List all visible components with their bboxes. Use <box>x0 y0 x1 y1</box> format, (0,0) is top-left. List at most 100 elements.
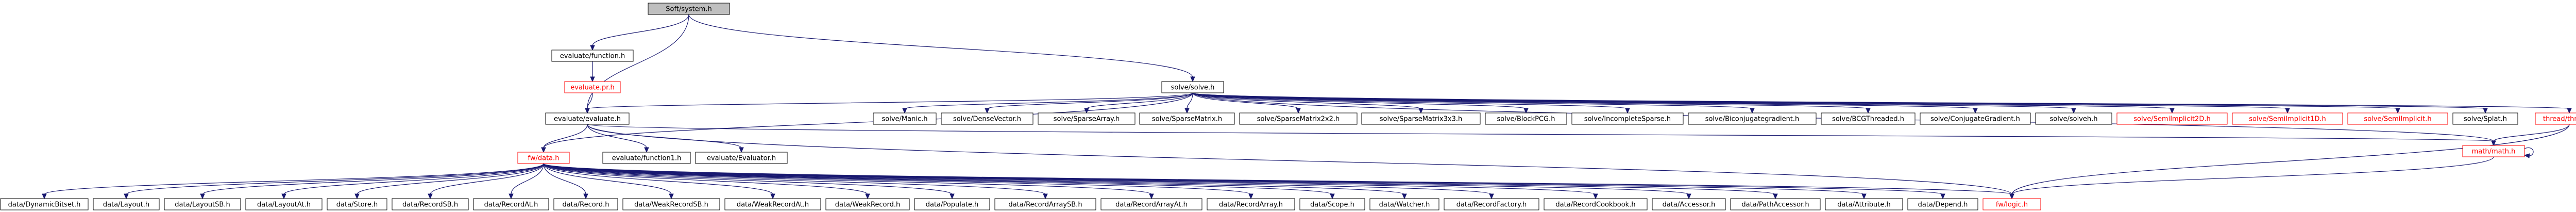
node-recordcookbook[interactable]: data/RecordCookbook.h <box>1544 198 1648 210</box>
node-box <box>1688 112 1817 125</box>
edge-arrowhead <box>1402 193 1407 200</box>
node-semiimp[interactable]: solve/SemiImplicit.h <box>2347 112 2448 125</box>
node-fwlogic[interactable]: fw/logic.h <box>1982 198 2041 210</box>
node-evalprh[interactable]: evaluate.pr.h <box>564 81 621 93</box>
node-dynbitset[interactable]: data/DynamicBitset.h <box>0 198 89 210</box>
node-evalfunctionh[interactable]: evaluate/function1.h <box>602 152 691 164</box>
node-box <box>1821 112 1916 125</box>
node-incompletesparse[interactable]: solve/IncompleteSparse.h <box>1571 112 1684 125</box>
node-box <box>1369 198 1439 210</box>
node-biconjugate[interactable]: solve/Biconjugategradient.h <box>1688 112 1817 125</box>
node-label: solve/Manic.h <box>882 116 928 123</box>
node-bcgthreaded[interactable]: solve/BCGThreaded.h <box>1821 112 1916 125</box>
edge-arrowhead <box>2395 108 2400 114</box>
edge-arrowhead <box>1330 193 1335 200</box>
edge-arrowhead <box>1489 193 1494 200</box>
node-sparsematrix2x2[interactable]: solve/SparseMatrix2x2.h <box>1239 112 1358 125</box>
node-recordat[interactable]: data/RecordAt.h <box>473 198 549 210</box>
node-box <box>551 50 634 62</box>
edge-fwdata-to-weakrecord <box>543 163 870 200</box>
node-sparsearray[interactable]: solve/SparseArray.h <box>1038 112 1136 125</box>
node-label: solve/Biconjugategradient.h <box>1705 116 1800 123</box>
node-label: data/Accessor.h <box>1663 201 1716 209</box>
node-watcher[interactable]: data/Watcher.h <box>1369 198 1439 210</box>
node-densevector[interactable]: solve/DenseVector.h <box>941 112 1033 125</box>
node-mathmath[interactable]: math/math.h <box>2462 145 2525 157</box>
node-store[interactable]: data/Store.h <box>327 198 387 210</box>
edge-arrowhead <box>2285 108 2290 114</box>
node-populate[interactable]: data/Populate.h <box>914 198 990 210</box>
node-label: solve/SparseMatrix.h <box>1152 116 1222 123</box>
edge-line <box>543 163 672 195</box>
edge-line <box>1192 92 1421 109</box>
node-blockpcg[interactable]: solve/BlockPCG.h <box>1485 112 1567 125</box>
node-weakrecordsb[interactable]: data/WeakRecordSB.h <box>622 198 720 210</box>
node-evaluate[interactable]: evaluate/evaluate.h <box>545 112 630 125</box>
node-recordsb[interactable]: data/RecordSB.h <box>392 198 469 210</box>
node-box <box>564 81 621 93</box>
node-box <box>648 3 730 15</box>
node-solvemanic[interactable]: solve/Manic.h <box>873 112 937 125</box>
edge-line <box>2493 124 2570 142</box>
node-root[interactable]: Soft/system.h <box>648 3 730 15</box>
node-recordarrayat[interactable]: data/RecordArrayAt.h <box>1100 198 1202 210</box>
node-layoutat[interactable]: data/LayoutAt.h <box>245 198 323 210</box>
node-recordarray[interactable]: data/RecordArray.h <box>1207 198 1295 210</box>
node-label: data/Scope.h <box>1310 201 1354 209</box>
node-label: solve/solveh.h <box>2049 116 2097 123</box>
node-pathaccessor[interactable]: data/PathAccessor.h <box>1730 198 1821 210</box>
edge-fwdata-to-recordcookbook <box>543 163 1598 200</box>
node-evalfunc[interactable]: evaluate/function.h <box>551 50 634 62</box>
edge-line <box>1086 92 1193 109</box>
node-solve[interactable]: solve/solve.h <box>1161 81 1224 93</box>
edge-line <box>587 92 593 109</box>
node-box <box>1544 198 1648 210</box>
edge-arrowhead <box>1750 108 1755 114</box>
node-depend[interactable]: data/Depend.h <box>1907 198 1978 210</box>
edge-arrowhead <box>1296 108 1301 114</box>
edge-line <box>1192 92 1527 109</box>
node-solvesolveh[interactable]: solve/solveh.h <box>2035 112 2112 125</box>
node-label: data/RecordCookbook.h <box>1555 201 1635 209</box>
node-box <box>1907 198 1978 210</box>
node-label: data/Layout.h <box>103 201 149 209</box>
node-sparsematrix[interactable]: solve/SparseMatrix.h <box>1139 112 1235 125</box>
edge-arrowhead <box>644 147 649 153</box>
edge-arrowhead <box>583 193 588 200</box>
node-weakrecordat[interactable]: data/WeakRecordAt.h <box>724 198 821 210</box>
node-scope[interactable]: data/Scope.h <box>1299 198 1365 210</box>
edge-arrowhead <box>2567 108 2572 114</box>
edge-solve-to-sparsearray <box>1084 92 1193 114</box>
node-label: data/Depend.h <box>1918 201 1968 209</box>
node-splat[interactable]: solve/Splat.h <box>2452 112 2518 125</box>
node-record[interactable]: data/Record.h <box>553 198 618 210</box>
node-recordarraysb[interactable]: data/RecordArraySB.h <box>994 198 1096 210</box>
node-layoutsb[interactable]: data/LayoutSB.h <box>164 198 241 210</box>
node-thread[interactable]: thread/thread.h <box>2535 112 2576 125</box>
node-label: thread/thread.h <box>2543 116 2576 123</box>
node-box <box>245 198 323 210</box>
node-attribute[interactable]: data/Attribute.h <box>1825 198 1903 210</box>
node-semiimp2d[interactable]: solve/SemiImplicit2D.h <box>2116 112 2228 125</box>
node-box <box>1444 198 1539 210</box>
node-label: data/PathAccessor.h <box>1741 201 1809 209</box>
edge-line <box>543 163 1596 195</box>
node-conjugate[interactable]: solve/ConjugateGradient.h <box>1920 112 2031 125</box>
node-fwdata[interactable]: fw/data.h <box>517 152 570 164</box>
edge-arrowhead <box>865 193 870 200</box>
node-layout[interactable]: data/Layout.h <box>93 198 160 210</box>
edge-line <box>543 92 1193 149</box>
node-accessor[interactable]: data/Accessor.h <box>1652 198 1726 210</box>
node-evaluatorh[interactable]: evaluate/Evaluator.h <box>695 152 788 164</box>
node-weakrecord[interactable]: data/WeakRecord.h <box>825 198 910 210</box>
node-label: solve/IncompleteSparse.h <box>1584 116 1671 123</box>
edge-fwdata-to-watcher <box>543 163 1407 200</box>
node-sparsematrix3x3[interactable]: solve/SparseMatrix3x3.h <box>1361 112 1481 125</box>
node-box <box>2535 112 2576 125</box>
node-label: data/RecordArrayAt.h <box>1115 201 1188 209</box>
node-recordfactory[interactable]: data/RecordFactory.h <box>1444 198 1539 210</box>
edge-arrowhead <box>2483 108 2488 114</box>
node-semiimp1d[interactable]: solve/SemiImplicit1D.h <box>2232 112 2343 125</box>
edge-arrowhead <box>2071 108 2076 114</box>
edge-line <box>543 124 588 149</box>
